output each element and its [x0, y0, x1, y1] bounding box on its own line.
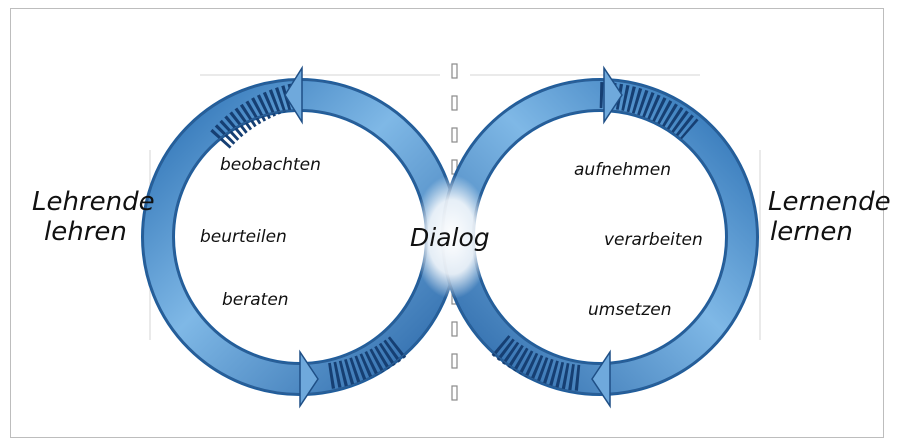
left-step-2: beurteilen [200, 227, 287, 247]
left-step-3: beraten [222, 290, 289, 310]
right-step-3: umsetzen [588, 300, 671, 320]
left-title-line1: Lehrende [32, 187, 155, 217]
right-title-line2: lernen [770, 217, 853, 247]
left-title-line2: lehren [44, 217, 127, 247]
left-top-arrow-icon [284, 65, 303, 125]
right-top-arrow-icon [603, 65, 623, 125]
right-step-1: aufnehmen [574, 160, 671, 180]
left-bottom-arrow-icon [299, 349, 319, 409]
right-bottom-arrow-icon [591, 349, 611, 409]
center-label: Dialog [410, 223, 490, 252]
right-step-2: verarbeiten [604, 230, 703, 250]
right-title-line1: Lernende [768, 187, 891, 217]
center-glow [412, 175, 492, 299]
left-step-1: beobachten [220, 155, 321, 175]
